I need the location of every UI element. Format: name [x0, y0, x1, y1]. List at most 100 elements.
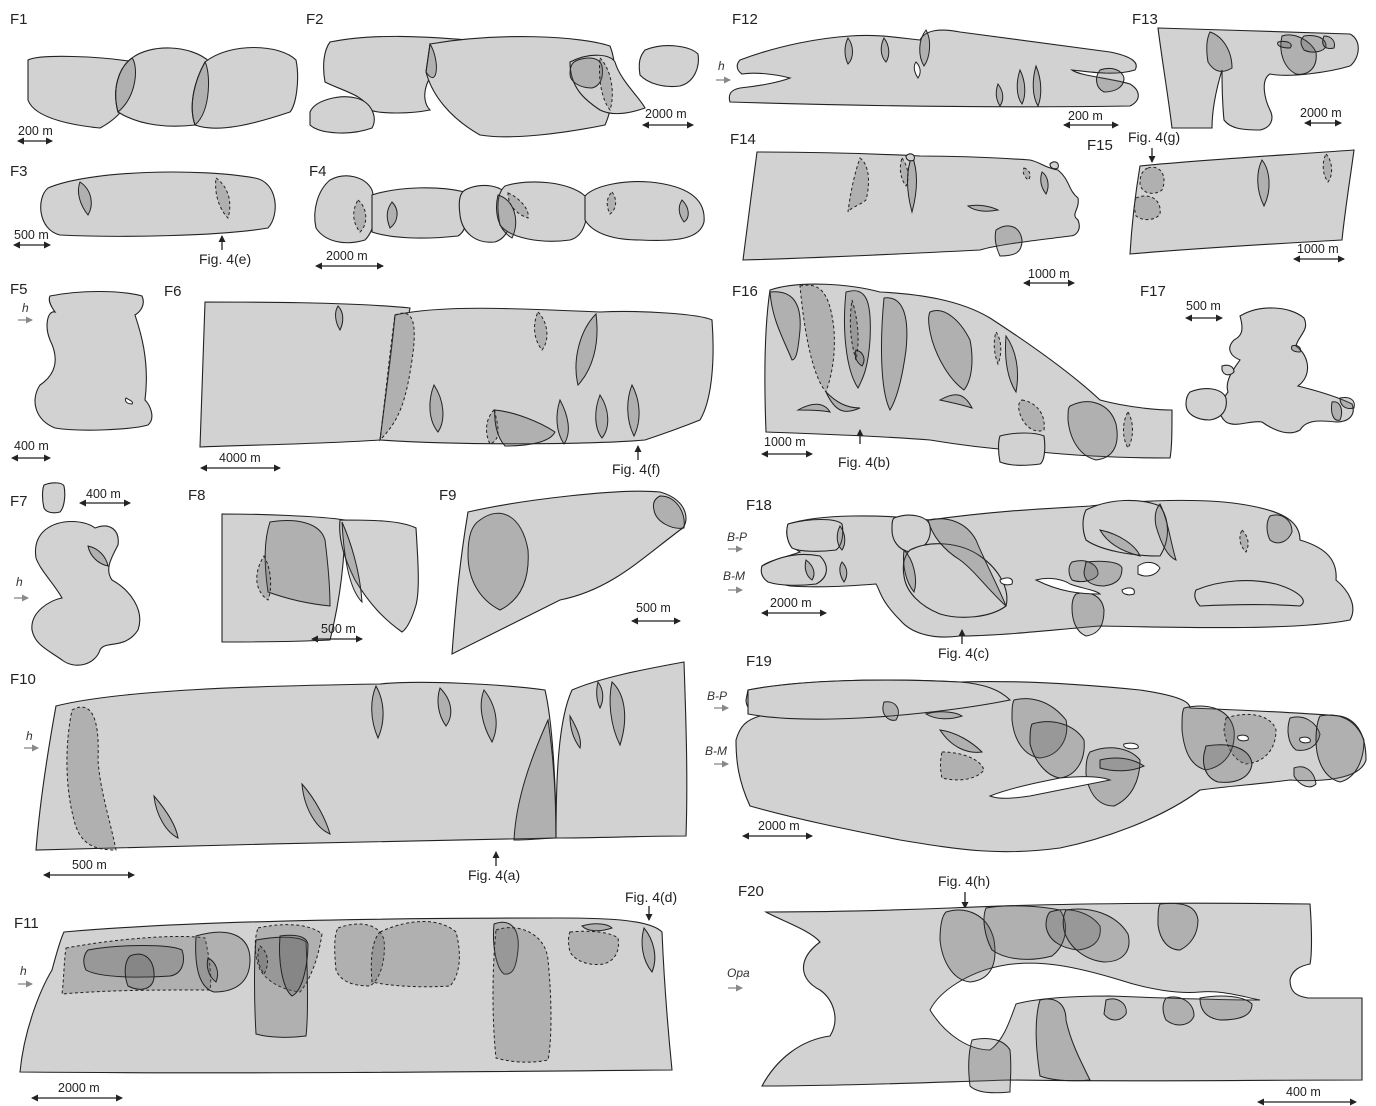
panel-label-f5: F5 [10, 281, 28, 298]
scale-label-f15: 1000 m [1297, 242, 1339, 256]
fault-outline [1186, 389, 1226, 420]
scale-label-f6: 4000 m [219, 451, 261, 465]
panel-f11: F11 h 2000 m Fig. 4(d) [14, 889, 677, 1098]
unit-label-b-m: B-M [705, 744, 727, 758]
fault-outline [372, 188, 468, 238]
unit-label-b-m: B-M [723, 569, 745, 583]
fault-outline [1050, 162, 1058, 169]
overlap-zone-dashed [493, 928, 551, 1063]
fault-outline [41, 172, 276, 236]
fault-outline [906, 154, 914, 161]
scale-label-f4: 2000 m [326, 249, 368, 263]
gap [1124, 743, 1139, 749]
scale-label-f12: 200 m [1068, 109, 1103, 123]
figure-ref-f20: Fig. 4(h) [938, 873, 990, 889]
fault-outline [32, 522, 140, 666]
figure-ref-f11: Fig. 4(d) [625, 889, 677, 905]
overlap-zone [570, 58, 603, 88]
panel-f13: F13 2000 m [1132, 11, 1358, 130]
panel-label-f1: F1 [10, 11, 28, 28]
overlap-zone [125, 954, 154, 989]
panel-label-f2: F2 [306, 11, 324, 28]
gap [1300, 737, 1311, 743]
panel-label-f8: F8 [188, 487, 206, 504]
panel-f19: F19 B-P B-M 2000 m [705, 653, 1366, 852]
panel-f6: F6 4000 m Fig. 4(f) [164, 283, 713, 477]
overlap-zone [969, 1038, 1011, 1092]
fault-outline [200, 302, 410, 447]
unit-label-b-p: B-P [707, 689, 727, 703]
scale-label-f20: 400 m [1286, 1085, 1321, 1099]
panel-f7: F7 400 m h [10, 483, 140, 665]
unit-label-h: h [20, 964, 27, 978]
scale-label-f17: 500 m [1186, 299, 1221, 313]
panel-label-f12: F12 [732, 11, 758, 28]
fault-outline [315, 176, 375, 243]
fault-outline [787, 520, 843, 552]
fault-outline [35, 292, 152, 431]
panel-f8: F8 500 m [188, 487, 418, 642]
panel-f5: F5 h 400 m [10, 281, 152, 458]
panel-f20: F20 Fig. 4(h) Opa 400 m [727, 873, 1362, 1102]
fault-outline [729, 30, 1138, 107]
fault-outline [43, 483, 65, 513]
panel-label-f7: F7 [10, 493, 28, 510]
panel-f10: F10 h 500 m Fig. 4(a) [10, 662, 687, 883]
fault-outline [999, 433, 1045, 465]
gap [1122, 588, 1134, 595]
panel-f12: F12 h 200 m [716, 11, 1138, 125]
fault-outline [556, 662, 687, 838]
fault-outline [310, 97, 374, 133]
panel-label-f20: F20 [738, 883, 764, 900]
overlap-zone [995, 226, 1022, 256]
overlap-zone-dashed [371, 922, 459, 987]
scale-label-f11: 2000 m [58, 1081, 100, 1095]
panel-f9: F9 500 m [439, 487, 686, 654]
panel-label-f16: F16 [732, 283, 758, 300]
unit-label-b-p: B-P [727, 530, 747, 544]
scale-label-f10: 500 m [72, 858, 107, 872]
panel-label-f10: F10 [10, 671, 36, 688]
figure-ref-f3: Fig. 4(e) [199, 251, 251, 267]
figure-ref-f15: Fig. 4(g) [1128, 129, 1180, 145]
panel-f2: F2 2000 m [306, 11, 698, 137]
panel-label-f13: F13 [1132, 11, 1158, 28]
fault-outline [761, 554, 826, 585]
fault-outline [762, 500, 1353, 637]
figure-ref-f10: Fig. 4(a) [468, 867, 520, 883]
overlap-zone [265, 521, 330, 606]
panel-f18: F18 B-P B-M 2000 m Fig. 4(c) [723, 497, 1353, 661]
scale-label-f3: 500 m [14, 228, 49, 242]
figure-ref-f18: Fig. 4(c) [938, 645, 989, 661]
scale-label-f9: 500 m [636, 601, 671, 615]
panel-label-f14: F14 [730, 131, 756, 148]
panel-label-f18: F18 [746, 497, 772, 514]
figure-ref-f16: Fig. 4(b) [838, 454, 890, 470]
gap [1238, 735, 1249, 741]
scale-label-f14: 1000 m [1028, 267, 1070, 281]
overlap-zone [1084, 561, 1122, 586]
unit-label-h: h [26, 729, 33, 743]
overlap-zone-dashed [1140, 167, 1164, 193]
panel-f14: F14 1000 m [730, 131, 1079, 283]
panel-label-f17: F17 [1140, 283, 1166, 300]
overlap-zone [196, 932, 250, 992]
panel-label-f3: F3 [10, 163, 28, 180]
figure-ref-f6: Fig. 4(f) [612, 461, 660, 477]
panel-label-f15: F15 [1087, 137, 1113, 154]
scale-label-f5: 400 m [14, 439, 49, 453]
unit-label-h: h [16, 575, 23, 589]
fault-outline [639, 46, 698, 87]
scale-label-f13: 2000 m [1300, 106, 1342, 120]
panel-label-f11: F11 [14, 915, 39, 932]
unit-label-h: h [22, 301, 29, 315]
panel-label-f4: F4 [309, 163, 327, 180]
scale-label-f19: 2000 m [758, 819, 800, 833]
scale-label-f1: 200 m [18, 124, 53, 138]
scale-label-f2: 2000 m [645, 107, 687, 121]
panel-f15: F15 Fig. 4(g) 1000 m [1087, 129, 1354, 259]
fault-outline [36, 682, 556, 850]
fault-outline [1222, 365, 1234, 375]
panel-label-f19: F19 [746, 653, 772, 670]
